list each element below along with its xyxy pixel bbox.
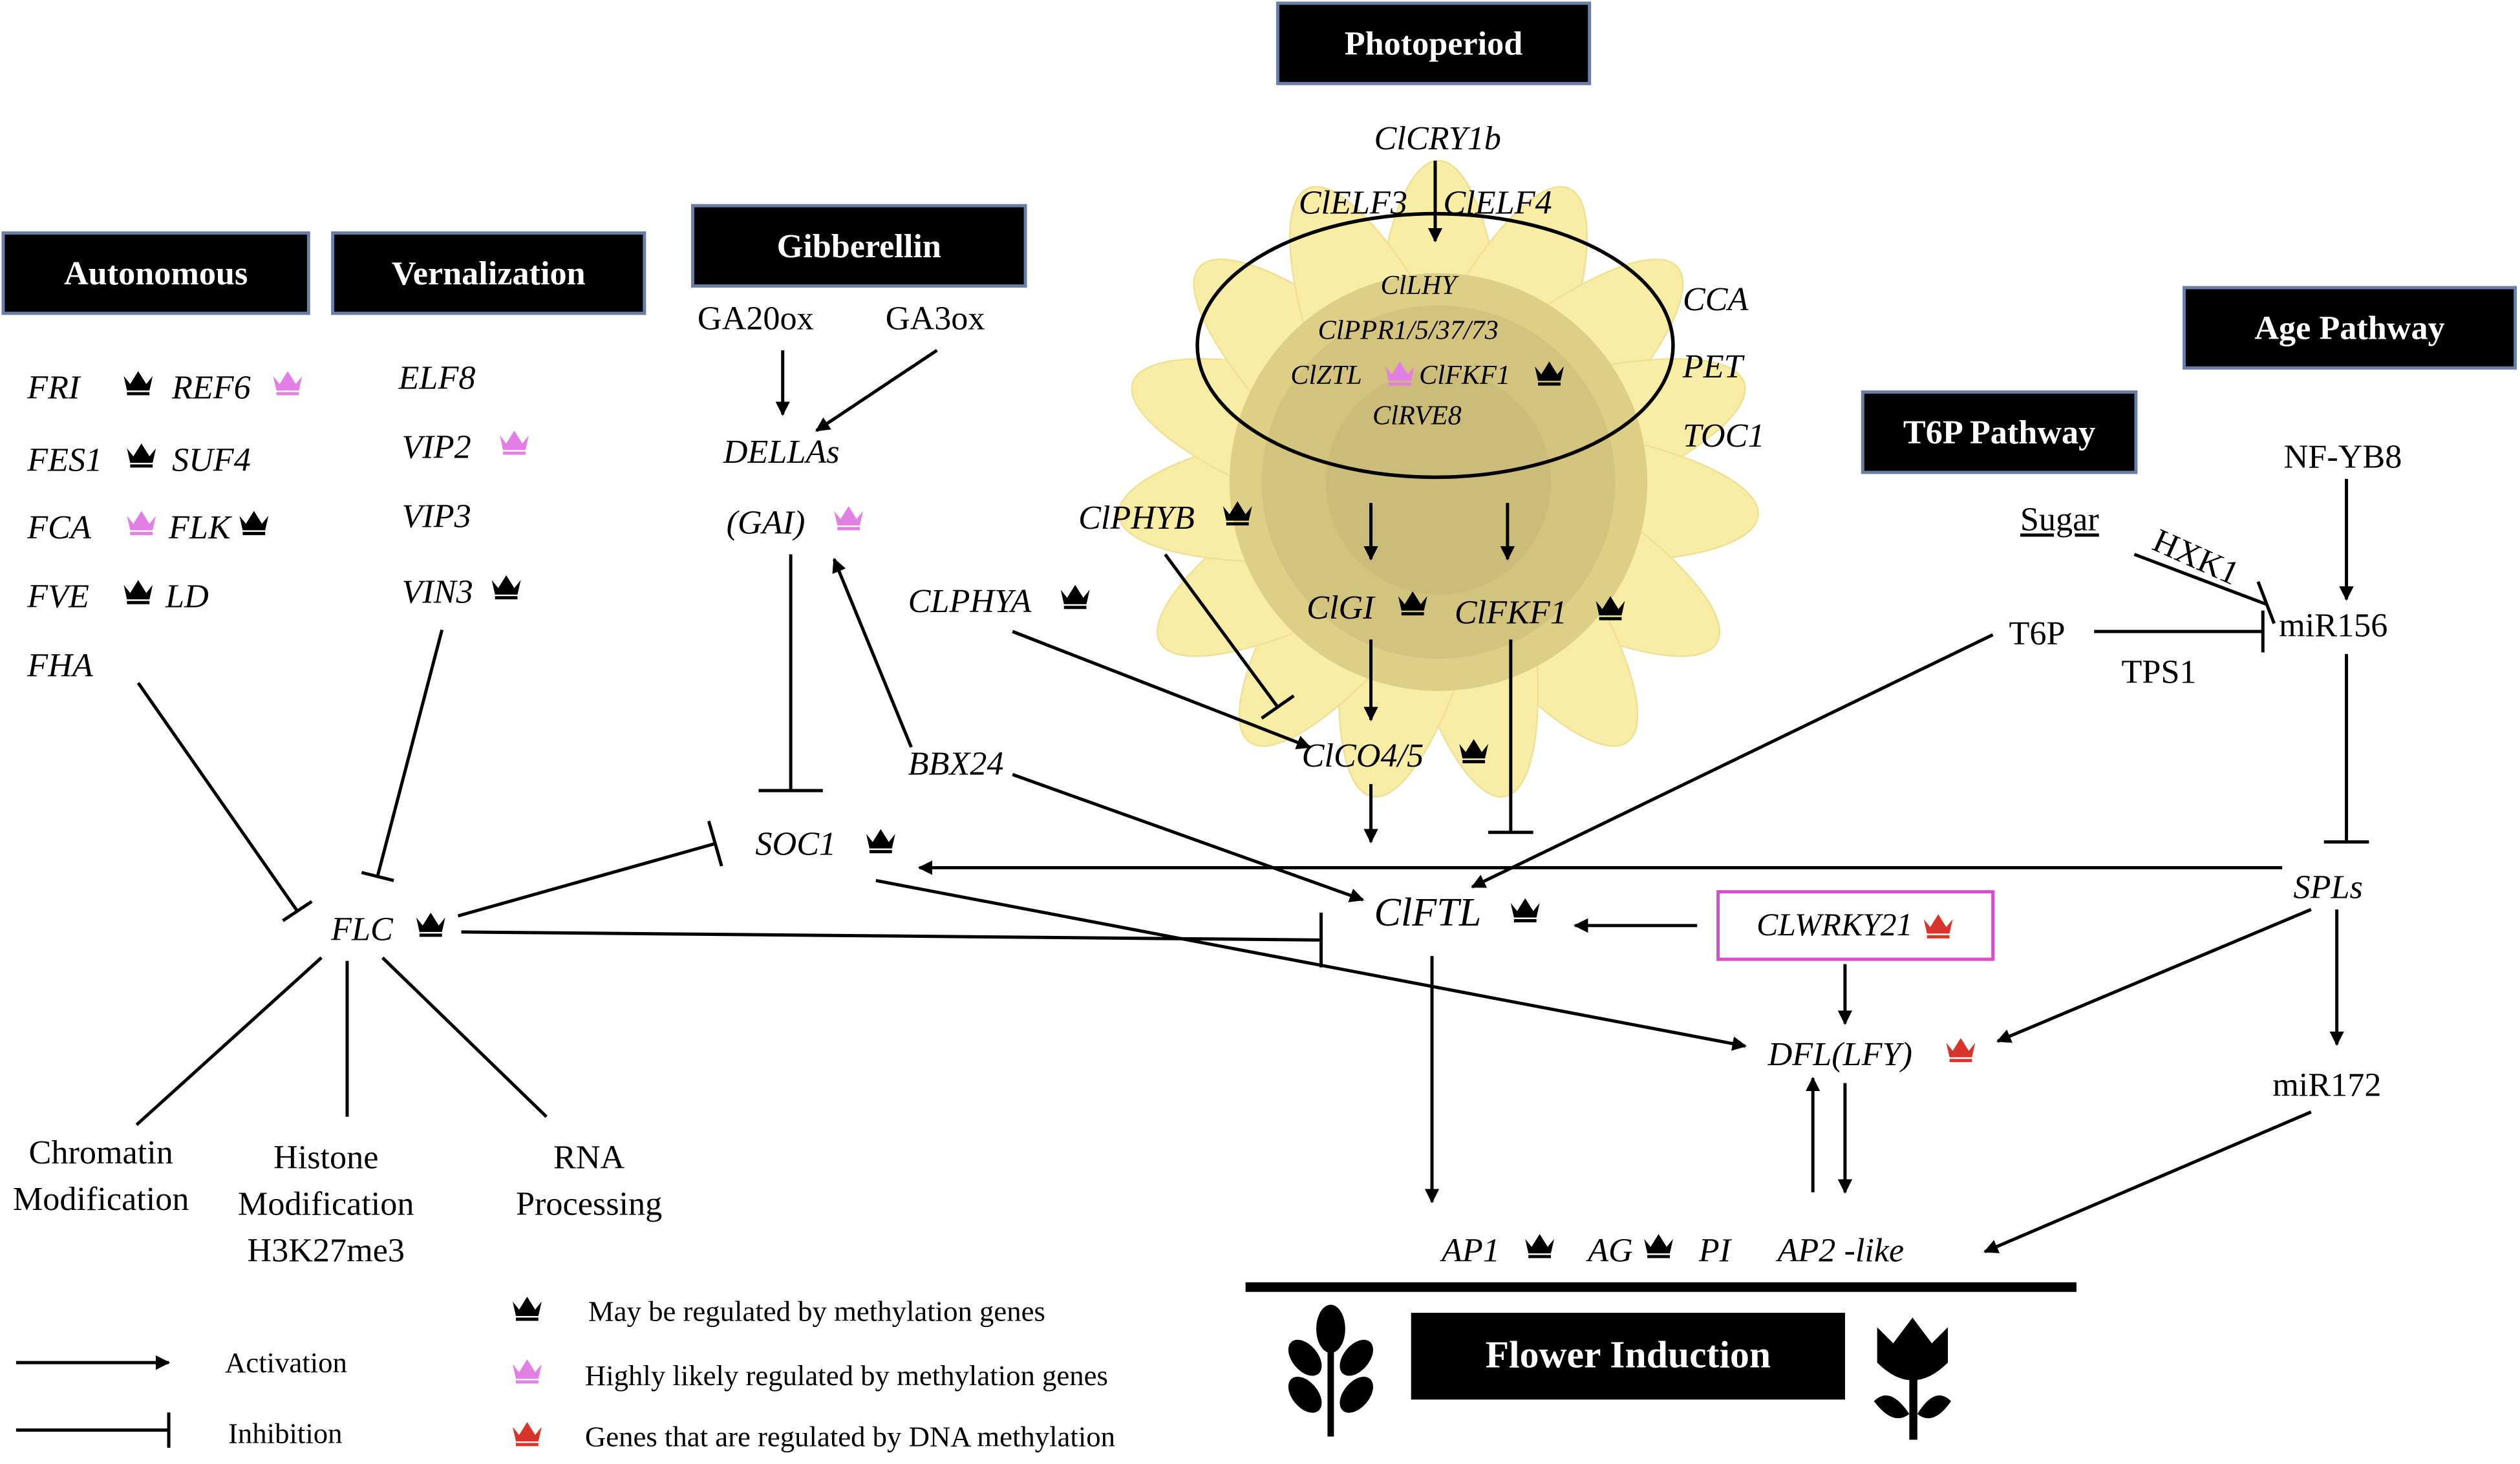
gene-ref6: REF6 xyxy=(172,368,251,407)
crown-icon xyxy=(511,1421,544,1448)
crown-icon xyxy=(498,429,531,456)
gene-dfl-lfy: DFL(LFY) xyxy=(1767,1034,1912,1074)
gene-fri: FRI xyxy=(27,368,80,407)
gene-gai: (GAI) xyxy=(726,503,806,542)
plant-icon xyxy=(1288,1304,1373,1437)
gene-clco45: ClCO4/5 xyxy=(1301,736,1424,775)
gene-ga3ox: GA3ox xyxy=(885,299,985,338)
gene-clrve8: ClRVE8 xyxy=(1372,400,1462,431)
gene-dellas: DELLAs xyxy=(723,432,840,471)
crown-icon xyxy=(511,1358,544,1385)
gene-clphyb: ClPHYB xyxy=(1078,498,1195,537)
legend-pink-crown: Highly likely regulated by methylation g… xyxy=(584,1359,1108,1392)
gene-ga20ox: GA20ox xyxy=(697,299,814,338)
gene-suf4: SUF4 xyxy=(172,440,251,479)
crown-icon xyxy=(272,370,304,397)
flower-induction-box: Flower Induction xyxy=(1411,1313,1845,1400)
age-pathway-box: Age Pathway xyxy=(2185,289,2514,366)
crown-icon xyxy=(1509,896,1541,924)
label-t6p: T6P xyxy=(2009,613,2066,653)
crown-icon xyxy=(511,1295,544,1322)
crown-icon xyxy=(1533,360,1566,387)
crown-icon xyxy=(1458,737,1490,765)
crown-icon xyxy=(1524,1233,1556,1260)
gene-pet: PET xyxy=(1682,346,1743,386)
gene-clphya: CLPHYA xyxy=(908,581,1032,621)
crown-icon xyxy=(125,442,158,469)
gene-elf8: ELF8 xyxy=(398,358,476,398)
crown-icon xyxy=(490,574,522,601)
legend-inhibition: Inhibition xyxy=(228,1417,343,1450)
gene-fve: FVE xyxy=(27,577,89,616)
flower-icon xyxy=(1874,1317,1952,1440)
gene-ap2-like: AP2 -like xyxy=(1777,1231,1905,1269)
crown-icon xyxy=(1945,1036,1977,1063)
crown-icon xyxy=(1643,1233,1675,1260)
gene-clfkf1: ClFKF1 xyxy=(1454,593,1567,631)
legend-activation: Activation xyxy=(225,1346,347,1379)
crown-icon xyxy=(122,370,155,397)
gene-flc: FLC xyxy=(331,909,393,948)
label-sugar: Sugar xyxy=(2020,500,2099,538)
legend-black-crown: May be regulated by methylation genes xyxy=(588,1295,1045,1328)
crown-icon xyxy=(1594,595,1627,622)
gene-fca: FCA xyxy=(27,507,91,547)
gene-soc1: SOC1 xyxy=(755,824,837,863)
legend-red-crown: Genes that are regulated by DNA methylat… xyxy=(584,1420,1116,1453)
gene-clwrky21-box: CLWRKY21 xyxy=(1716,890,1995,961)
gene-clcry1b: ClCRY1b xyxy=(1374,118,1501,158)
crown-icon xyxy=(238,509,270,536)
photoperiod-pathway-box: Photoperiod xyxy=(1279,5,1588,82)
crown-icon xyxy=(864,827,897,854)
gene-cllhy: ClLHY xyxy=(1380,270,1457,301)
gene-ag: AG xyxy=(1588,1231,1633,1269)
gene-nfyb8: NF-YB8 xyxy=(2283,437,2402,476)
gene-ld: LD xyxy=(166,577,209,616)
gene-pi: PI xyxy=(1698,1231,1731,1269)
crown-icon xyxy=(1383,360,1416,387)
gene-bbx24: BBX24 xyxy=(908,744,1004,783)
gene-cca: CCA xyxy=(1682,279,1749,319)
crown-icon xyxy=(125,509,158,536)
gene-clelf4: ClELF4 xyxy=(1443,183,1552,222)
gene-tps1: TPS1 xyxy=(2121,652,2197,691)
gene-mir156: miR156 xyxy=(2279,606,2388,644)
gene-vip2: VIP2 xyxy=(401,427,471,466)
gene-clgi: ClGI xyxy=(1307,588,1374,627)
gene-vip3: VIP3 xyxy=(401,496,471,535)
gene-spls: SPLs xyxy=(2293,867,2363,907)
crown-icon xyxy=(1922,912,1954,939)
t6p-pathway-box: T6P Pathway xyxy=(1864,394,2135,471)
gene-mir172: miR172 xyxy=(2272,1065,2382,1104)
autonomous-pathway-box: Autonomous xyxy=(5,234,307,312)
gene-clfkf1-clock: ClFKF1 xyxy=(1419,359,1511,391)
crown-icon xyxy=(1396,589,1429,617)
gene-fes1: FES1 xyxy=(27,440,103,479)
gene-toc1: TOC1 xyxy=(1682,416,1765,455)
vernalization-pathway-box: Vernalization xyxy=(334,234,643,312)
gene-clelf3: ClELF3 xyxy=(1298,183,1407,222)
crown-icon xyxy=(833,505,865,532)
crown-icon xyxy=(1059,583,1091,610)
crown-icon xyxy=(1221,500,1254,527)
gene-clppr: ClPPR1/5/37/73 xyxy=(1318,315,1499,346)
crown-icon xyxy=(414,911,447,939)
gene-clztl: ClZTL xyxy=(1290,359,1362,391)
gene-clftl: ClFTL xyxy=(1374,891,1482,935)
gibberellin-pathway-box: Gibberellin xyxy=(694,207,1024,285)
gene-flk: FLK xyxy=(169,507,231,547)
gene-ap1: AP1 xyxy=(1441,1231,1500,1269)
gene-fha: FHA xyxy=(27,646,93,685)
crown-icon xyxy=(122,578,155,606)
gene-vin3: VIN3 xyxy=(401,572,473,611)
flower-background-icon xyxy=(1118,160,1759,798)
